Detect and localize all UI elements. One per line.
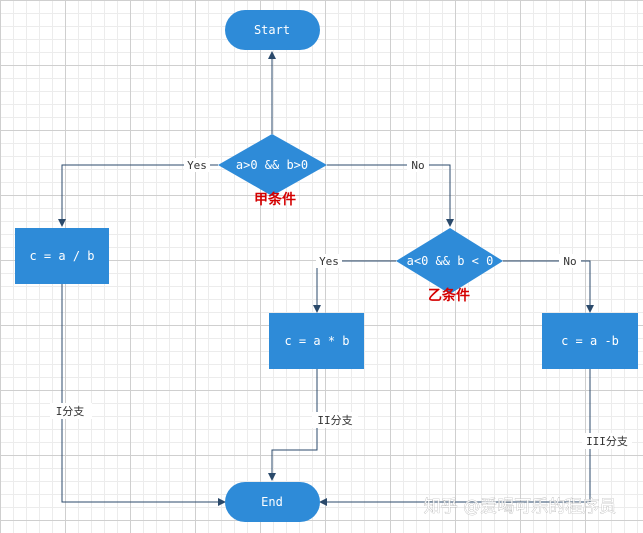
condition-a-label: 甲条件 (254, 191, 296, 208)
edge-label-a-yes: Yes (187, 159, 207, 172)
edge-cond-a-yes (58, 164, 218, 227)
start-node (225, 10, 320, 50)
process-node-sub (542, 313, 638, 369)
decision-node-b-label: a<0 && b < 0 (407, 254, 494, 268)
process-node-sub-label: c = a -b (561, 334, 619, 348)
process-node-div (15, 228, 109, 284)
decision-node-a (218, 134, 327, 196)
branch-label-three: III分支 (586, 435, 628, 448)
branch-label-two: II分支 (317, 414, 352, 427)
edge-cond-b-yes (313, 260, 396, 313)
branch-label-one: I分支 (56, 405, 85, 418)
decision-node-a-label: a>0 && b>0 (236, 158, 308, 172)
edge-label-b-yes: Yes (319, 255, 339, 268)
process-node-div-label: c = a / b (29, 249, 94, 263)
end-node (225, 482, 320, 522)
edge-label-b-no: No (563, 255, 576, 268)
edge-cond-a-no (327, 164, 454, 227)
edge-mul-to-end (268, 369, 318, 481)
process-node-mul-label: c = a * b (284, 334, 349, 348)
start-node-label: Start (254, 23, 290, 37)
watermark-text: 知乎 @爱喝可乐的程序员 (424, 497, 616, 517)
edge-cond-b-no (503, 260, 594, 313)
end-node-label: End (261, 495, 283, 509)
condition-b-label: 乙条件 (428, 287, 470, 304)
process-node-mul (269, 313, 364, 369)
edge-div-to-end (61, 284, 226, 506)
edge-label-a-no: No (411, 159, 424, 172)
edge-sub-to-end (319, 369, 591, 506)
decision-node-b (396, 228, 503, 294)
